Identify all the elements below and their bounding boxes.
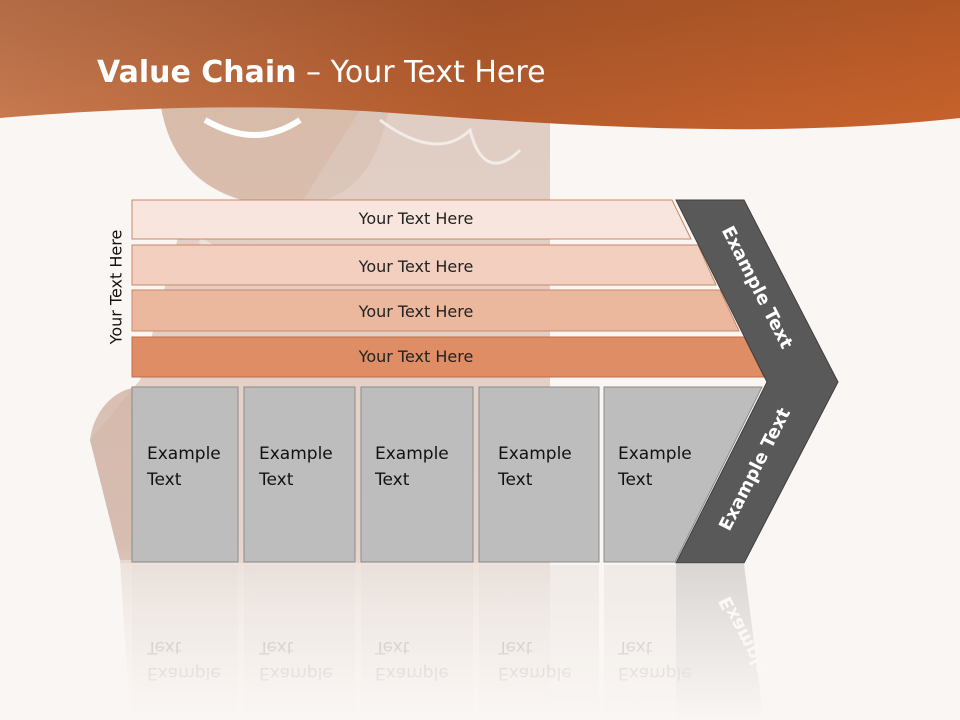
- bar-4-label: Your Text Here: [358, 347, 474, 366]
- box-1-line1: Example: [147, 444, 221, 464]
- box-1: [131, 386, 239, 563]
- slide-title: Value Chain – Your Text Here: [97, 52, 546, 94]
- box-2-line1: Example: [259, 444, 333, 464]
- box-1-line2: Text: [146, 470, 182, 490]
- box-5: [603, 386, 763, 563]
- box-4-line1: Example: [498, 444, 572, 464]
- box-2-line2: Text: [258, 470, 294, 490]
- title-bold: Value Chain: [97, 55, 297, 90]
- bar-3-label: Your Text Here: [358, 302, 474, 321]
- box-4: [478, 386, 600, 563]
- header-banner: [0, 0, 960, 130]
- bar-1-label: Your Text Here: [358, 209, 474, 228]
- reflection-fade: [100, 563, 860, 720]
- box-3: [360, 386, 474, 563]
- box-5-line2: Text: [617, 470, 653, 490]
- box-3-line1: Example: [375, 444, 449, 464]
- box-3-line2: Text: [374, 470, 410, 490]
- bar-2: [131, 244, 717, 286]
- box-2: [243, 386, 356, 563]
- bar-2-label: Your Text Here: [358, 257, 474, 276]
- box-4-line2: Text: [497, 470, 533, 490]
- box-5-line1: Example: [618, 444, 692, 464]
- bar-1: [131, 199, 692, 240]
- title-rest: – Your Text Here: [296, 55, 546, 90]
- bar-3: [131, 289, 740, 332]
